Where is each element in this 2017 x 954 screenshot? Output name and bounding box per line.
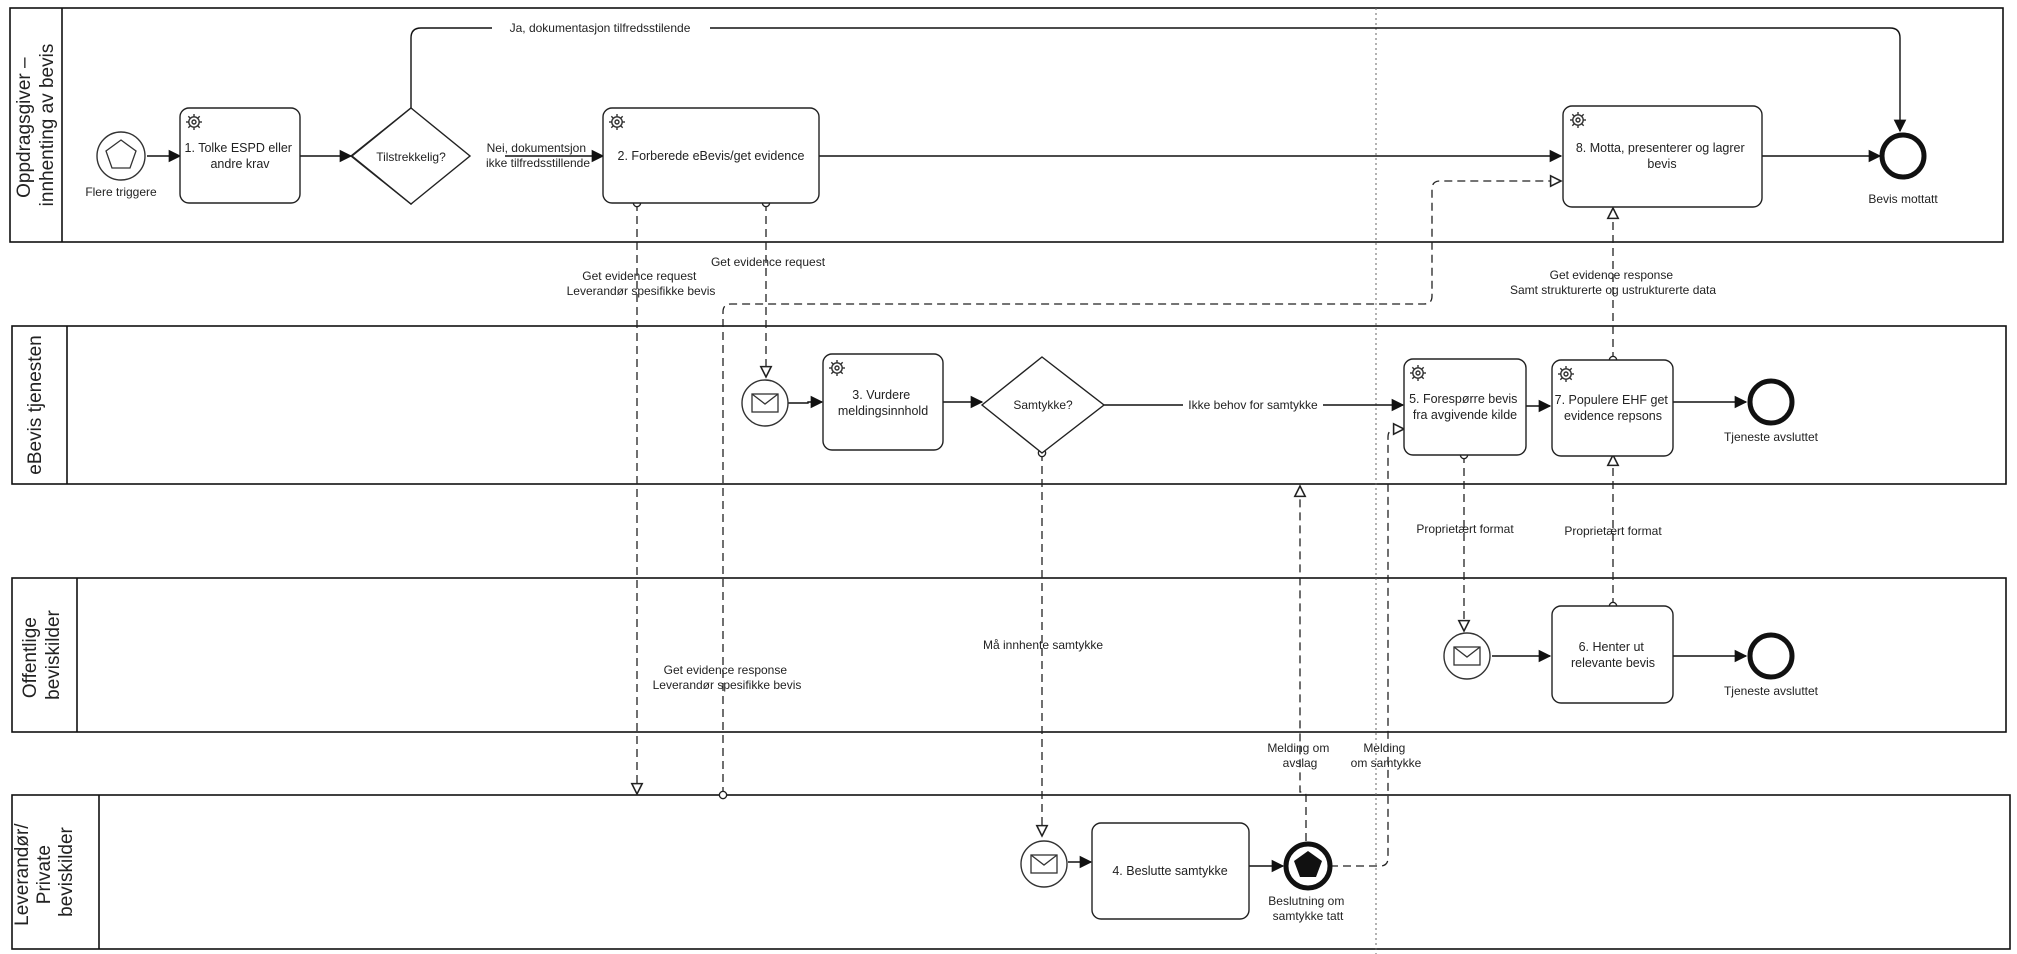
label-melding-avslag: Melding om avslag: [1267, 741, 1332, 770]
envelope-icon: [751, 393, 779, 413]
lane-label-leverandor: Leverandør/ Private beviskilder: [12, 818, 77, 926]
label-melding-samtykke: Melding om samtykke: [1351, 741, 1422, 770]
lane-leverandor: Leverandør/ Private beviskilder: [11, 794, 2011, 950]
label-get-response-leverandor: Get evidence response Leverandør spesifi…: [653, 663, 802, 692]
label-get-request: Get evidence request: [711, 255, 826, 269]
flow-g1-ja-to-end: [410, 27, 1907, 133]
end-event-offentlige-label: Tjeneste avsluttet: [1724, 684, 1819, 698]
label-get-request-leverandor: Get evidence request Leverandør spesifik…: [567, 269, 716, 298]
end-event-ebevis: Tjeneste avsluttet: [1724, 378, 1819, 444]
decision-end-event-label: Beslutning om samtykke tatt: [1268, 894, 1347, 923]
task-2: 2. Forberede eBevis/get evidence: [602, 107, 820, 204]
label-proprietaert-1: Proprietært format: [1416, 522, 1514, 536]
label-ja: Ja, dokumentasjon tilfredsstilende: [510, 21, 691, 35]
envelope-icon: [1453, 646, 1481, 666]
task-4: 4. Beslutte samtykke: [1091, 822, 1250, 920]
label-nei: Nei, dokumentsjon ikke tilfredsstillende: [486, 141, 590, 170]
pentagon-filled-icon: [1294, 851, 1322, 877]
task-2-label: 2. Forberede eBevis/get evidence: [618, 149, 805, 163]
start-event-label: Flere triggere: [85, 185, 157, 199]
task-6-label: 6. Henter ut relevante bevis: [1571, 640, 1655, 670]
pentagon-icon: [105, 139, 137, 169]
end-event-ebevis-label: Tjeneste avsluttet: [1724, 430, 1819, 444]
task-5-label: 5. Forespørre bevis fra avgivende kilde: [1409, 392, 1521, 422]
label-ikke-behov: Ikke behov for samtykke: [1188, 398, 1318, 412]
task-8: 8. Motta, presenterer og lagrer bevis: [1562, 105, 1763, 208]
task-3-label: 3. Vurdere meldingsinnhold: [838, 388, 928, 418]
gateway-samtykke: Samtykke?: [980, 356, 1106, 454]
end-event-main: Bevis mottatt: [1868, 132, 1938, 206]
gateway-samtykke-label: Samtykke?: [1013, 398, 1073, 412]
msgflow-samtykke: [1330, 429, 1404, 867]
message-event-offentlige: [1443, 632, 1491, 680]
label-get-response-struct: Get evidence response Samt strukturerte …: [1510, 268, 1716, 297]
task-1: 1. Tolke ESPD eller andre krav: [179, 107, 301, 204]
gateway-tilstrekkelig: Tilstrekkelig?: [349, 107, 472, 205]
flow-labels: Ja, dokumentasjon tilfredsstilende Nei, …: [486, 20, 1716, 770]
task-1-label: 1. Tolke ESPD eller andre krav: [185, 141, 296, 171]
task-4-label: 4. Beslutte samtykke: [1112, 864, 1227, 878]
message-event-leverandor: [1020, 840, 1068, 888]
task-7: 7. Populere EHF get evidence repsons: [1551, 359, 1674, 457]
message-event-ebevis: [741, 379, 789, 427]
message-flows: [637, 181, 1613, 867]
start-event: Flere triggere: [85, 131, 157, 199]
lane-offentlige: Offentlige beviskilder: [11, 577, 2007, 733]
label-ma-innhente: Må innhente samtykke: [983, 638, 1103, 652]
gateway-tilstrekkelig-label: Tilstrekkelig?: [376, 150, 446, 164]
lane-label-offentlige: Offentlige beviskilder: [20, 609, 64, 699]
task-6: 6. Henter ut relevante bevis: [1551, 605, 1674, 704]
task-7-label: 7. Populere EHF get evidence repsons: [1555, 393, 1672, 423]
decision-end-event: Beslutning om samtykke tatt: [1268, 841, 1347, 923]
msgflow-leverandor-to-t8: [723, 181, 1561, 795]
task-5: 5. Forespørre bevis fra avgivende kilde: [1403, 358, 1527, 456]
task-8-label: 8. Motta, presenterer og lagrer bevis: [1576, 141, 1748, 171]
envelope-icon: [1030, 854, 1058, 874]
lane-label-oppdragsgiver: Oppdragsgiver – innhenting av bevis: [14, 44, 58, 207]
end-event-main-label: Bevis mottatt: [1868, 192, 1938, 206]
end-event-offentlige: Tjeneste avsluttet: [1724, 632, 1819, 698]
msgflow-avslag: [1300, 486, 1307, 841]
task-3: 3. Vurdere meldingsinnhold: [822, 353, 944, 451]
label-proprietaert-2: Proprietært format: [1564, 524, 1662, 538]
lane-label-ebevis: eBevis tjenesten: [25, 335, 46, 474]
